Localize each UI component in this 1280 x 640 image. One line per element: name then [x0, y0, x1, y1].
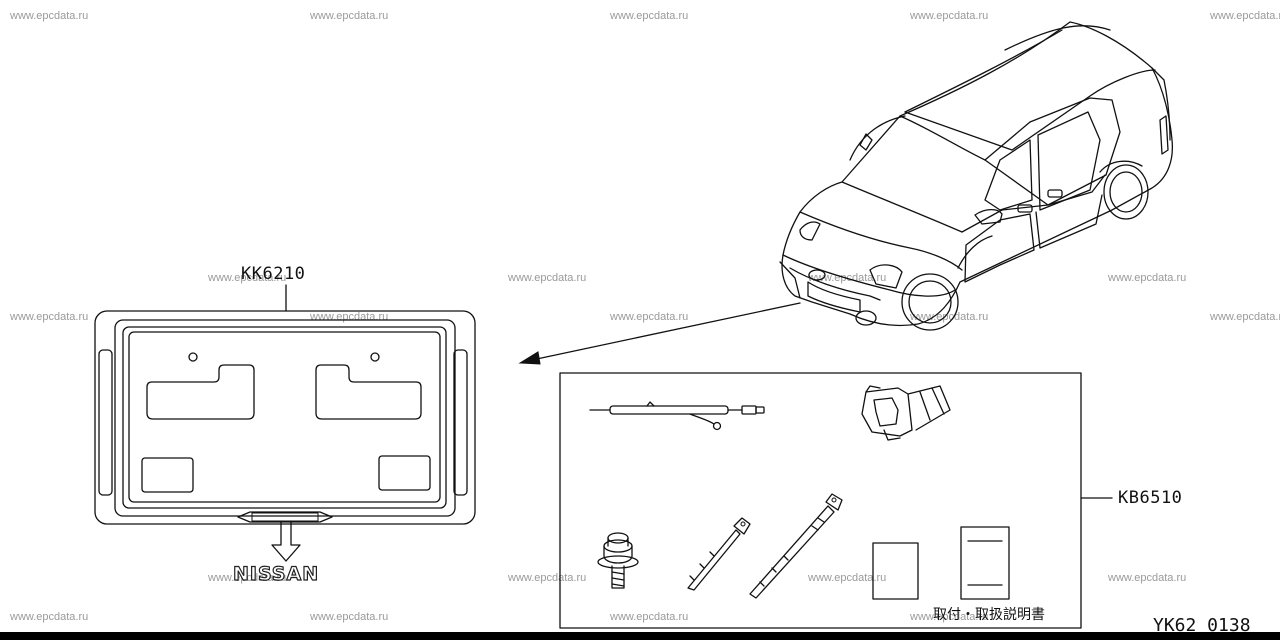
diagram-code: YK62 0138: [1153, 615, 1251, 636]
watermark: www.epcdata.ru: [910, 611, 989, 623]
license-plate-frame: [94, 284, 476, 525]
vehicle-icon: [779, 21, 1174, 331]
bracket-clip-icon: [861, 385, 951, 441]
manual-sheet-icon: [872, 526, 1010, 600]
watermark: www.epcdata.ru: [310, 10, 389, 22]
watermark: www.epcdata.ru: [310, 611, 389, 623]
watermark: www.epcdata.ru: [610, 10, 689, 22]
instruction-sheet-label: 取付・取扱説明書: [933, 607, 1045, 623]
watermark: www.epcdata.ru: [1108, 572, 1187, 584]
watermark: www.epcdata.ru: [1108, 272, 1187, 284]
leader-arrow: [518, 302, 801, 365]
watermark: www.epcdata.ru: [508, 272, 587, 284]
harness-icon: [589, 401, 765, 431]
cable-tie-icon: [749, 493, 843, 599]
watermark: www.epcdata.ru: [10, 10, 89, 22]
emblem-text: NISSAN: [232, 562, 320, 585]
part-label-kb6510: KB6510: [1118, 488, 1183, 508]
part-label-kk6210: KK6210: [241, 264, 306, 284]
watermark: www.epcdata.ru: [610, 611, 689, 623]
watermark: www.epcdata.ru: [10, 611, 89, 623]
watermark: www.epcdata.ru: [910, 311, 989, 323]
watermark: www.epcdata.ru: [208, 272, 287, 284]
bolt-icon: [597, 532, 639, 589]
watermark: www.epcdata.ru: [10, 311, 89, 323]
bottom-bar: [0, 632, 1280, 640]
watermark: www.epcdata.ru: [610, 311, 689, 323]
arrow-down-icon: [271, 520, 301, 562]
watermark: www.epcdata.ru: [508, 572, 587, 584]
accessory-kit-box: [559, 372, 1113, 629]
cable-tie-icon: [687, 517, 751, 591]
watermark: www.epcdata.ru: [808, 572, 887, 584]
watermark: www.epcdata.ru: [910, 10, 989, 22]
watermark: www.epcdata.ru: [1210, 10, 1280, 22]
watermark: www.epcdata.ru: [1210, 311, 1280, 323]
watermark: www.epcdata.ru: [208, 572, 287, 584]
